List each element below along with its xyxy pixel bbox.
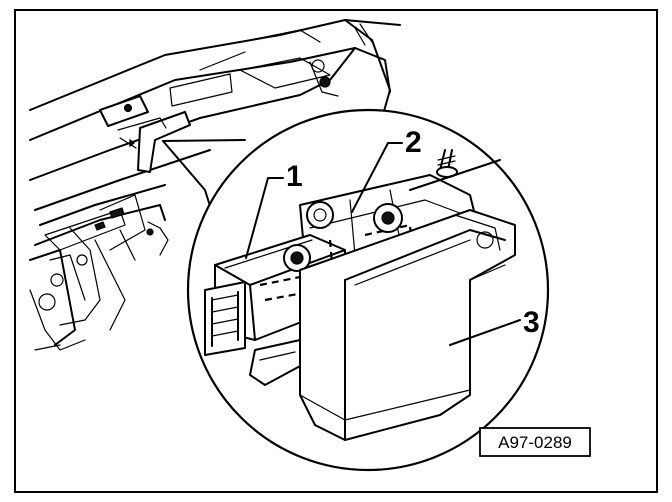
callout-number-3: 3 — [523, 306, 540, 339]
reference-id-box: A97-0289 — [479, 427, 591, 457]
vehicle-body-structure — [29, 19, 401, 351]
mounting-bracket-overview — [137, 111, 191, 173]
control-unit-large — [299, 209, 516, 441]
callout-1: 1 — [245, 160, 303, 259]
reference-id-label: A97-0289 — [498, 433, 572, 452]
callout-number-1: 1 — [286, 160, 303, 193]
callout-number-2: 2 — [405, 126, 422, 159]
callout-3: 3 — [449, 306, 540, 346]
callout-2: 2 — [351, 126, 422, 213]
detail-view — [204, 149, 516, 441]
control-unit-connector — [204, 281, 246, 356]
